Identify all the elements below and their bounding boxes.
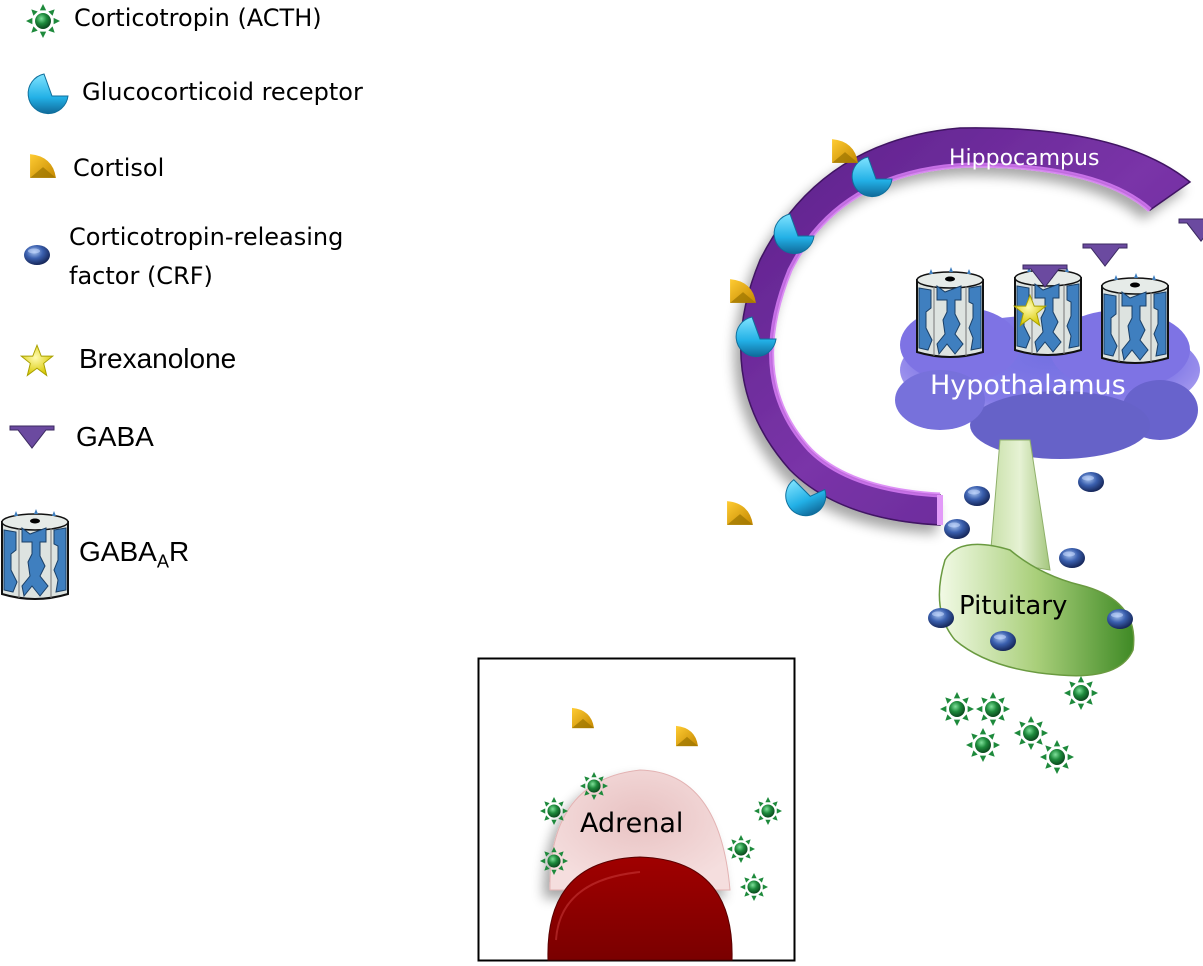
acth-icon bbox=[1064, 676, 1098, 710]
gabaa-label-subscript: A bbox=[156, 551, 169, 572]
legend-label-brexanolone: Brexanolone bbox=[79, 343, 237, 374]
acth-icon bbox=[966, 728, 1000, 762]
gabaa-receptor-icon bbox=[915, 266, 985, 359]
acth-icon bbox=[754, 797, 782, 825]
pituitary-gland bbox=[938, 439, 1135, 677]
hippocampus-label: Hippocampus bbox=[949, 146, 1100, 171]
legend-brexanolone-icon bbox=[20, 344, 54, 377]
acth-icon bbox=[976, 692, 1010, 726]
legend-label-cortisol: Cortisol bbox=[73, 154, 165, 182]
legend-acth-icon bbox=[26, 4, 60, 38]
legend-label-acth: Corticotropin (ACTH) bbox=[74, 4, 322, 32]
crf-icon bbox=[1107, 609, 1133, 629]
gabaa-receptor-icon bbox=[1100, 272, 1170, 365]
crf-icon bbox=[990, 631, 1016, 651]
pituitary-label: Pituitary bbox=[959, 591, 1068, 621]
gabaa-label-main: GABA bbox=[79, 536, 157, 567]
gabaa-label-end: R bbox=[168, 536, 190, 567]
legend-label-gaba: GABA bbox=[76, 421, 154, 452]
adrenal-gland bbox=[547, 769, 733, 961]
crf-icon bbox=[944, 519, 970, 539]
adrenal-label: Adrenal bbox=[580, 808, 684, 839]
cortisol-icon bbox=[727, 501, 753, 525]
acth-icon bbox=[1040, 740, 1074, 774]
hypothalamus-label: Hypothalamus bbox=[930, 370, 1126, 401]
cortisol-icon bbox=[572, 707, 594, 729]
acth-icon bbox=[740, 873, 768, 901]
cortisol-icon bbox=[832, 139, 858, 163]
legend-label-glucocorticoid-receptor: Glucocorticoid receptor bbox=[82, 78, 363, 106]
legend-label-crf-line1: Corticotropin-releasing bbox=[69, 223, 344, 251]
acth-icon bbox=[727, 835, 755, 863]
legend-glucocorticoid-receptor-icon bbox=[27, 73, 69, 115]
crf-icon bbox=[964, 486, 990, 506]
acth-icon bbox=[1014, 716, 1048, 750]
crf-icon bbox=[1059, 548, 1085, 568]
hippocampus-arc bbox=[740, 127, 1192, 526]
legend-label-crf-line2: factor (CRF) bbox=[69, 262, 213, 290]
acth-icon bbox=[940, 692, 974, 726]
gaba-icon bbox=[1178, 218, 1203, 242]
crf-icon bbox=[1078, 472, 1104, 492]
cortisol-icon bbox=[676, 725, 698, 747]
gaba-icon bbox=[1082, 243, 1128, 267]
legend-label-gabaa-receptor: GABAAR bbox=[79, 536, 189, 572]
legend-cortisol-icon bbox=[30, 154, 56, 178]
legend-gabaa-receptor-icon bbox=[0, 508, 70, 601]
legend-crf-icon bbox=[24, 245, 50, 265]
legend-gaba-icon bbox=[9, 425, 55, 449]
crf-icon bbox=[928, 608, 954, 628]
